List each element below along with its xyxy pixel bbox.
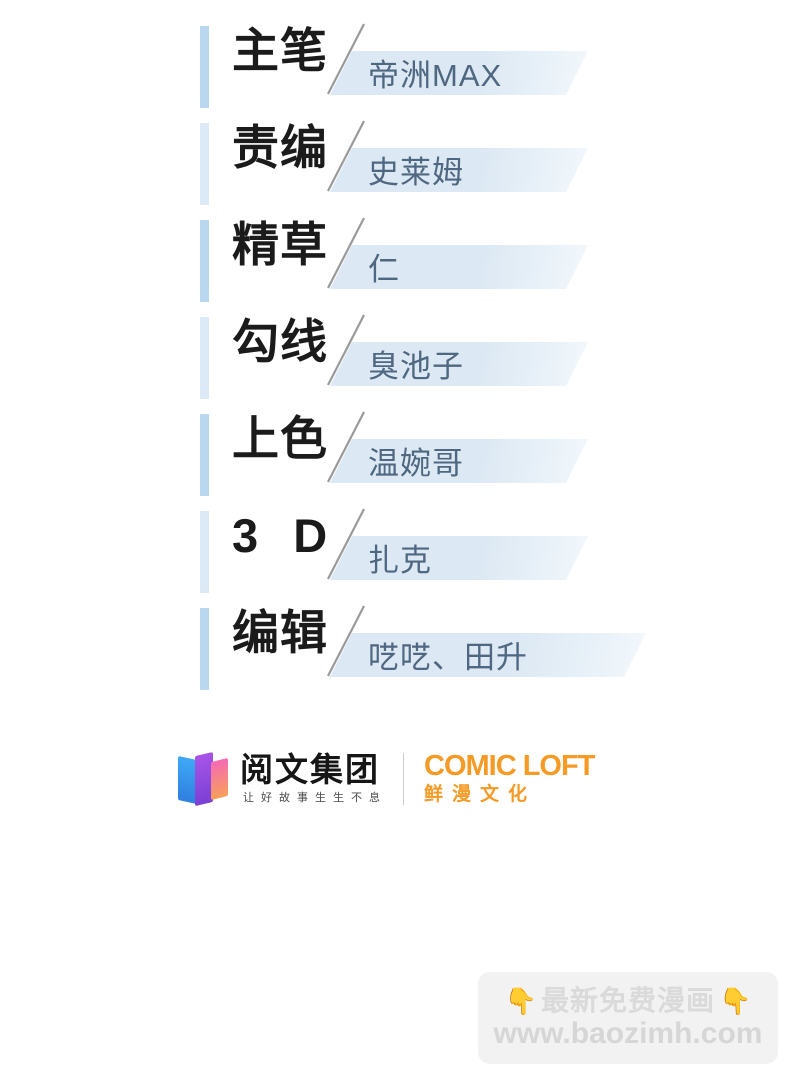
credit-name-plate: 扎克 xyxy=(330,536,588,580)
slash-separator-icon xyxy=(327,314,365,386)
logo-strip: 阅文集团 让好故事生生不息 COMIC LOFT 鲜漫文化 xyxy=(178,744,618,814)
credit-row: 上色温婉哥 xyxy=(0,408,800,505)
row-accent-bar xyxy=(200,123,209,205)
credit-name-text: 仁 xyxy=(368,251,400,287)
credit-name-plate: 帝洲MAX xyxy=(330,51,588,95)
pointing-down-hand-right-icon: 👇 xyxy=(719,986,752,1016)
slash-separator-icon xyxy=(327,120,365,192)
credit-row: 3 D 扎克 xyxy=(0,505,800,602)
book-leaf-pink xyxy=(211,757,228,801)
row-accent-bar xyxy=(200,26,209,108)
credit-role-label: 3 D xyxy=(232,509,339,562)
credit-role-label: 精草 xyxy=(232,218,328,271)
credit-name-text: 帝洲MAX xyxy=(368,57,503,93)
credit-name-plate: 仁 xyxy=(330,245,588,289)
yuewen-group-logo: 阅文集团 让好故事生生不息 xyxy=(178,751,387,807)
credit-name-plate: 呓呓、田升 xyxy=(330,633,646,677)
row-accent-bar xyxy=(200,414,209,496)
credit-role-label: 勾线 xyxy=(232,315,328,368)
comicloft-subtitle: 鲜漫文化 xyxy=(424,784,537,805)
credit-name-plate: 史莱姆 xyxy=(330,148,588,192)
credit-name-text: 温婉哥 xyxy=(368,445,464,481)
credit-role-label: 编辑 xyxy=(232,606,328,659)
row-accent-bar xyxy=(200,220,209,302)
slash-separator-icon xyxy=(327,411,365,483)
credit-name-plate: 温婉哥 xyxy=(330,439,588,483)
pointing-down-hand-left-icon: 👇 xyxy=(504,986,537,1016)
row-accent-bar xyxy=(200,608,209,690)
credit-row: 责编史莱姆 xyxy=(0,117,800,214)
credit-row: 主笔帝洲MAX xyxy=(0,20,800,117)
comicloft-name: COMIC LOFT xyxy=(424,750,595,782)
slash-separator-icon xyxy=(327,508,365,580)
logo-divider xyxy=(403,753,404,805)
slash-separator-icon xyxy=(327,605,365,677)
slash-separator-icon xyxy=(327,23,365,95)
credit-row: 勾线臭池子 xyxy=(0,311,800,408)
row-accent-bar xyxy=(200,511,209,593)
comicloft-logo: COMIC LOFT 鲜漫文化 xyxy=(424,750,595,807)
credit-name-text: 呓呓、田升 xyxy=(368,639,528,675)
credit-role-label: 主笔 xyxy=(232,24,328,77)
credit-row: 编辑呓呓、田升 xyxy=(0,602,800,699)
watermark-headline-row: 👇 最新免费漫画 👇 xyxy=(505,986,752,1016)
open-book-icon xyxy=(178,751,230,807)
yuewen-name: 阅文集团 xyxy=(240,751,380,788)
credit-name-text: 臭池子 xyxy=(368,348,464,384)
credit-name-text: 扎克 xyxy=(368,542,432,578)
credit-row: 精草仁 xyxy=(0,214,800,311)
slash-separator-icon xyxy=(327,217,365,289)
row-accent-bar xyxy=(200,317,209,399)
yuewen-tagline: 让好故事生生不息 xyxy=(243,792,387,804)
credit-name-plate: 臭池子 xyxy=(330,342,588,386)
site-watermark: 👇 最新免费漫画 👇 www.baozimh.com xyxy=(478,972,778,1064)
yuewen-text-block: 阅文集团 让好故事生生不息 xyxy=(240,752,387,806)
watermark-url: www.baozimh.com xyxy=(493,1017,763,1050)
credit-role-label: 上色 xyxy=(232,412,328,465)
credit-name-text: 史莱姆 xyxy=(368,154,464,190)
credit-role-label: 责编 xyxy=(232,121,328,174)
watermark-headline: 最新免费漫画 xyxy=(540,985,715,1016)
